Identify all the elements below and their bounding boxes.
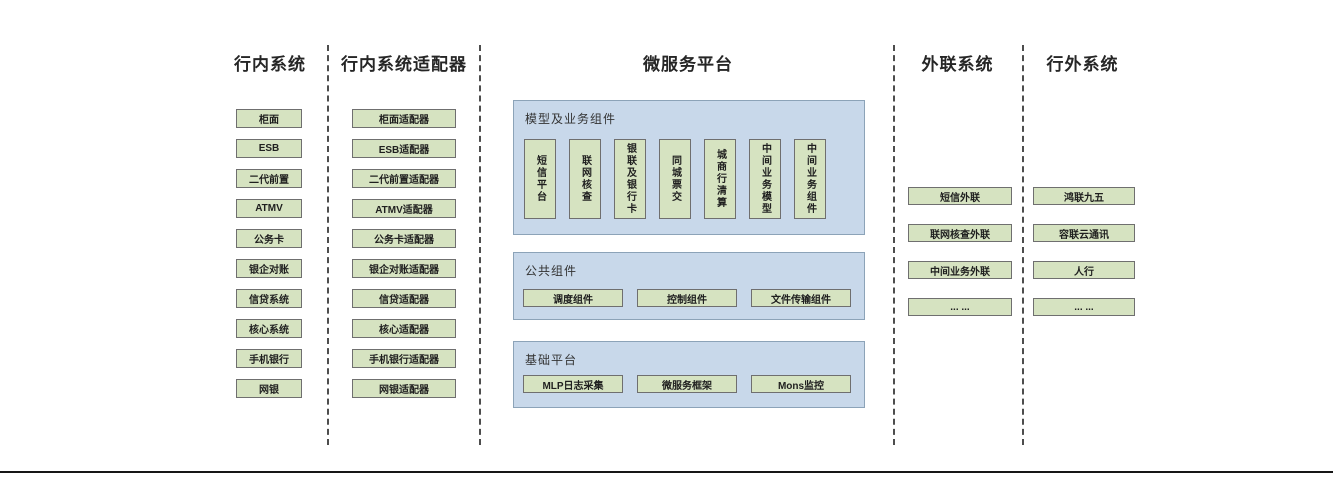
- column-divider: [1022, 45, 1024, 445]
- adapter-box: 核心适配器: [352, 319, 456, 338]
- model-component-box: 联网核查: [569, 139, 601, 219]
- external-box: 短信外联: [908, 187, 1012, 205]
- adapter-box: ATMV适配器: [352, 199, 456, 218]
- common-component-box: 控制组件: [637, 289, 737, 307]
- panel-model-components: 模型及业务组件 短信平台 联网核查 银联及银行卡 同城票交 城商行清算 中间业务…: [513, 100, 865, 235]
- column-title-outbank: 行外系统: [1046, 55, 1119, 74]
- base-component-box: 微服务框架: [637, 375, 737, 393]
- inbank-box: 二代前置: [236, 169, 302, 188]
- inbank-box: 公务卡: [236, 229, 302, 248]
- adapter-box: 手机银行适配器: [352, 349, 456, 368]
- inbank-box: ATMV: [236, 199, 302, 218]
- panel-label: 公共组件: [525, 264, 578, 278]
- external-box: ... ...: [908, 298, 1012, 316]
- model-component-box: 城商行清算: [704, 139, 736, 219]
- outbank-box: 鸿联九五: [1033, 187, 1135, 205]
- model-component-box: 短信平台: [524, 139, 556, 219]
- column-divider: [893, 45, 895, 445]
- column-title-platform: 微服务平台: [643, 55, 733, 74]
- inbank-box: 柜面: [236, 109, 302, 128]
- outbank-box: 人行: [1033, 261, 1135, 279]
- column-title-external: 外联系统: [921, 55, 994, 74]
- adapter-box: 网银适配器: [352, 379, 456, 398]
- column-title-inbank: 行内系统: [234, 55, 306, 74]
- adapter-box: 二代前置适配器: [352, 169, 456, 188]
- common-component-box: 调度组件: [523, 289, 623, 307]
- panel-label: 基础平台: [525, 353, 578, 367]
- adapter-box: 柜面适配器: [352, 109, 456, 128]
- base-component-box: Mons监控: [751, 375, 851, 393]
- model-component-box: 同城票交: [659, 139, 691, 219]
- inbank-box: ESB: [236, 139, 302, 158]
- model-component-box: 中间业务组件: [794, 139, 826, 219]
- panel-common-components: 公共组件 调度组件 控制组件 文件传输组件: [513, 252, 865, 320]
- column-title-adapter: 行内系统适配器: [341, 55, 467, 74]
- adapter-box: 银企对账适配器: [352, 259, 456, 278]
- panel-base-platform: 基础平台 MLP日志采集 微服务框架 Mons监控: [513, 341, 865, 408]
- panel-label: 模型及业务组件: [525, 112, 617, 126]
- inbank-box: 信贷系统: [236, 289, 302, 308]
- outbank-box: 容联云通讯: [1033, 224, 1135, 242]
- external-box: 联网核查外联: [908, 224, 1012, 242]
- adapter-box: ESB适配器: [352, 139, 456, 158]
- column-divider: [479, 45, 481, 445]
- model-component-box: 银联及银行卡: [614, 139, 646, 219]
- common-component-box: 文件传输组件: [751, 289, 851, 307]
- outbank-box: ... ...: [1033, 298, 1135, 316]
- model-component-box: 中间业务模型: [749, 139, 781, 219]
- external-box: 中间业务外联: [908, 261, 1012, 279]
- inbank-box: 银企对账: [236, 259, 302, 278]
- base-component-box: MLP日志采集: [523, 375, 623, 393]
- column-divider: [327, 45, 329, 445]
- inbank-box: 手机银行: [236, 349, 302, 368]
- inbank-box: 核心系统: [236, 319, 302, 338]
- inbank-box: 网银: [236, 379, 302, 398]
- bottom-frame-line: [0, 471, 1333, 473]
- adapter-box: 信贷适配器: [352, 289, 456, 308]
- adapter-box: 公务卡适配器: [352, 229, 456, 248]
